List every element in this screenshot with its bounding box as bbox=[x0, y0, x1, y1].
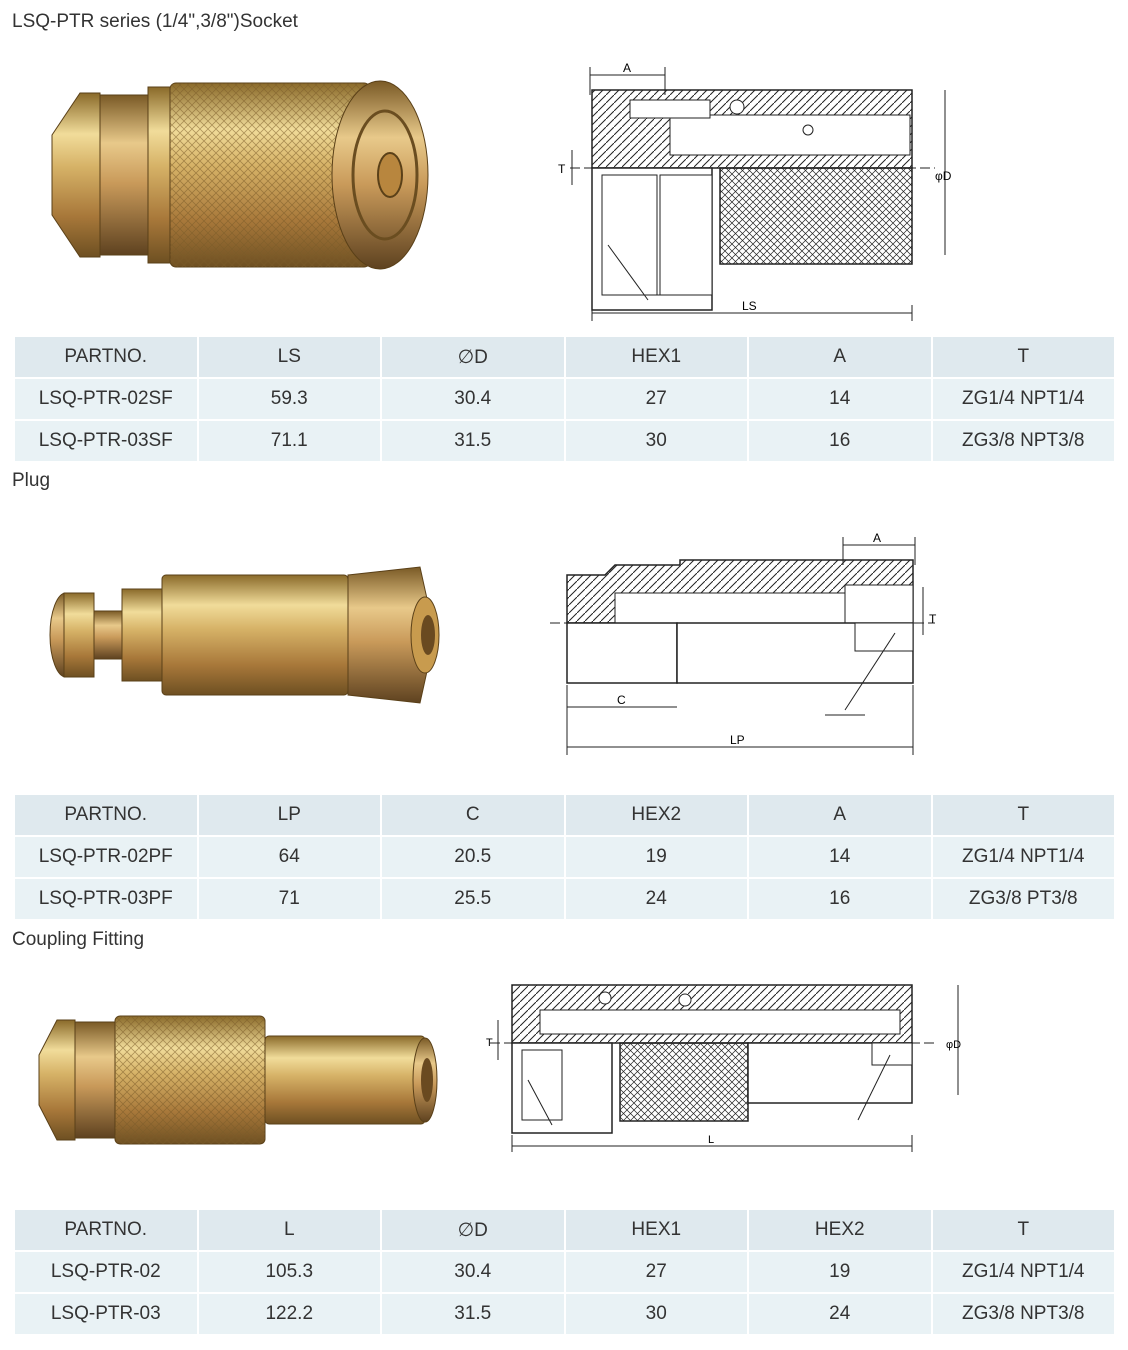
table-header: ∅D bbox=[382, 337, 564, 379]
table-header: LS bbox=[198, 337, 380, 379]
table-row: LSQ-PTR-03PF 71 25.5 24 16 ZG3/8 PT3/8 bbox=[15, 879, 1114, 921]
table-row: LSQ-PTR-03 122.2 31.5 30 24 ZG3/8 NPT3/8 bbox=[15, 1294, 1114, 1336]
table-cell: 19 bbox=[565, 837, 747, 879]
table-cell: 27 bbox=[565, 379, 747, 421]
table-cell: LSQ-PTR-03 bbox=[15, 1294, 197, 1336]
table-header-row: PARTNO. LP C HEX2 A T bbox=[15, 795, 1114, 837]
table-cell: 16 bbox=[749, 879, 931, 921]
table-cell: 19 bbox=[749, 1252, 931, 1294]
table-cell: 105.3 bbox=[198, 1252, 380, 1294]
socket-spec-table: PARTNO. LS ∅D HEX1 A T LSQ-PTR-02SF 59.3… bbox=[13, 337, 1116, 463]
table-cell: 30 bbox=[565, 1294, 747, 1336]
coupling-dim-l: L bbox=[708, 1134, 714, 1146]
plug-dim-c: C bbox=[617, 693, 626, 707]
table-header-row: PARTNO. L ∅D HEX1 HEX2 T bbox=[15, 1210, 1114, 1252]
coupling-spec-table: PARTNO. L ∅D HEX1 HEX2 T LSQ-PTR-02 105.… bbox=[13, 1210, 1116, 1336]
table-cell: 20.5 bbox=[382, 837, 564, 879]
socket-dim-t: T bbox=[558, 162, 566, 176]
table-header: T bbox=[932, 337, 1114, 379]
table-cell: LSQ-PTR-02PF bbox=[15, 837, 197, 879]
coupling-dim-t: T bbox=[486, 1037, 493, 1049]
socket-dim-a: A bbox=[623, 61, 631, 75]
plug-photo bbox=[49, 566, 440, 704]
socket-photo bbox=[51, 80, 429, 270]
table-row: LSQ-PTR-02SF 59.3 30.4 27 14 ZG1/4 NPT1/… bbox=[15, 379, 1114, 421]
table-header: HEX1 bbox=[565, 1210, 747, 1252]
table-cell: 30.4 bbox=[382, 1252, 564, 1294]
socket-dim-d: φD bbox=[935, 169, 952, 183]
table-row: LSQ-PTR-03SF 71.1 31.5 30 16 ZG3/8 NPT3/… bbox=[15, 421, 1114, 463]
coupling-photo bbox=[38, 1015, 438, 1145]
table-cell: LSQ-PTR-02 bbox=[15, 1252, 197, 1294]
table-cell: 31.5 bbox=[382, 421, 564, 463]
table-header-row: PARTNO. LS ∅D HEX1 A T bbox=[15, 337, 1114, 379]
socket-dim-ls: LS bbox=[742, 299, 757, 313]
table-cell: 122.2 bbox=[198, 1294, 380, 1336]
table-cell: 30.4 bbox=[382, 379, 564, 421]
table-cell: 24 bbox=[565, 879, 747, 921]
table-cell: 16 bbox=[749, 421, 931, 463]
table-header: PARTNO. bbox=[15, 795, 197, 837]
table-header: HEX2 bbox=[749, 1210, 931, 1252]
table-cell: 14 bbox=[749, 837, 931, 879]
table-header: HEX1 bbox=[565, 337, 747, 379]
table-header: L bbox=[198, 1210, 380, 1252]
table-cell: ZG1/4 NPT1/4 bbox=[932, 379, 1114, 421]
table-header: A bbox=[749, 795, 931, 837]
table-cell: 64 bbox=[198, 837, 380, 879]
table-cell: 27 bbox=[565, 1252, 747, 1294]
table-row: LSQ-PTR-02PF 64 20.5 19 14 ZG1/4 NPT1/4 bbox=[15, 837, 1114, 879]
table-cell: LSQ-PTR-03PF bbox=[15, 879, 197, 921]
table-cell: LSQ-PTR-03SF bbox=[15, 421, 197, 463]
table-header: LP bbox=[198, 795, 380, 837]
table-header: ∅D bbox=[382, 1210, 564, 1252]
table-header: T bbox=[932, 795, 1114, 837]
table-cell: 59.3 bbox=[198, 379, 380, 421]
table-cell: ZG3/8 NPT3/8 bbox=[932, 1294, 1114, 1336]
plug-dim-a: A bbox=[873, 531, 881, 545]
coupling-drawing: T φD L bbox=[486, 984, 961, 1152]
table-cell: LSQ-PTR-02SF bbox=[15, 379, 197, 421]
table-header: PARTNO. bbox=[15, 1210, 197, 1252]
table-cell: 24 bbox=[749, 1294, 931, 1336]
table-cell: 30 bbox=[565, 421, 747, 463]
plug-dim-t: T bbox=[929, 612, 937, 626]
table-header: PARTNO. bbox=[15, 337, 197, 379]
plug-spec-table: PARTNO. LP C HEX2 A T LSQ-PTR-02PF 64 20… bbox=[13, 795, 1116, 921]
plug-dim-lp: LP bbox=[730, 733, 745, 747]
table-header: T bbox=[932, 1210, 1114, 1252]
table-header: A bbox=[749, 337, 931, 379]
table-header: C bbox=[382, 795, 564, 837]
table-row: LSQ-PTR-02 105.3 30.4 27 19 ZG1/4 NPT1/4 bbox=[15, 1252, 1114, 1294]
socket-drawing: A T φD LS bbox=[558, 61, 952, 321]
table-cell: 71.1 bbox=[198, 421, 380, 463]
table-cell: 31.5 bbox=[382, 1294, 564, 1336]
table-cell: 25.5 bbox=[382, 879, 564, 921]
table-header: HEX2 bbox=[565, 795, 747, 837]
section-title-coupling: Coupling Fitting bbox=[12, 929, 145, 950]
section-title-plug: Plug bbox=[12, 470, 51, 491]
coupling-dim-d: φD bbox=[946, 1039, 961, 1051]
table-cell: ZG1/4 NPT1/4 bbox=[932, 837, 1114, 879]
table-cell: ZG3/8 NPT3/8 bbox=[932, 421, 1114, 463]
plug-drawing: A T C LP bbox=[550, 531, 937, 755]
table-cell: ZG3/8 PT3/8 bbox=[932, 879, 1114, 921]
table-cell: 71 bbox=[198, 879, 380, 921]
table-cell: ZG1/4 NPT1/4 bbox=[932, 1252, 1114, 1294]
section-title-socket: LSQ-PTR series (1/4",3/8")Socket bbox=[12, 11, 298, 32]
table-cell: 14 bbox=[749, 379, 931, 421]
